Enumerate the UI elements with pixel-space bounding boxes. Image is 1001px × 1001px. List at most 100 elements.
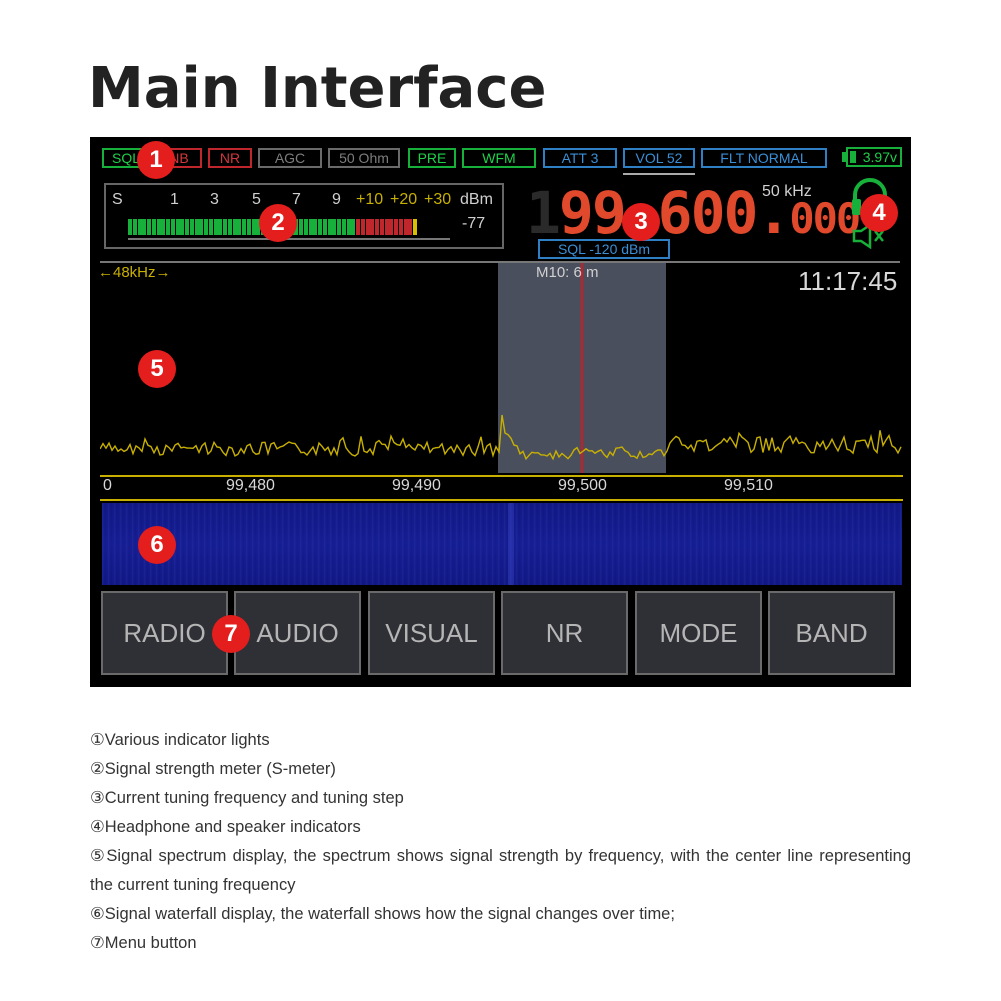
s-meter: S 1 3 5 7 9 +10 +20 +30 dBm -77 bbox=[104, 183, 504, 249]
battery-body: 3.97v bbox=[846, 147, 902, 167]
s-meter-bar bbox=[151, 219, 156, 235]
indicator-nr: NR bbox=[208, 148, 252, 168]
s-meter-bar bbox=[365, 219, 370, 235]
s-meter-bar bbox=[313, 219, 318, 235]
s-meter-bar bbox=[237, 219, 242, 235]
indicator-pre: PRE bbox=[408, 148, 456, 168]
s-meter-bar bbox=[142, 219, 147, 235]
s-meter-label-1: 1 bbox=[170, 191, 179, 208]
s-meter-bar bbox=[341, 219, 346, 235]
speaker-icon bbox=[852, 223, 884, 249]
s-meter-label-s: S bbox=[112, 191, 123, 208]
center-frequency-line bbox=[581, 263, 583, 473]
axis-label: 99,510 bbox=[724, 477, 773, 494]
s-meter-bar bbox=[128, 219, 132, 235]
battery-voltage: 3.97v bbox=[862, 149, 897, 165]
s-meter-bar bbox=[318, 219, 322, 235]
waterfall-noise bbox=[102, 503, 902, 585]
battery-indicator: 3.97v bbox=[842, 147, 904, 167]
callout-badge-5: 5 bbox=[138, 350, 176, 388]
axis-label: 99,500 bbox=[558, 477, 607, 494]
s-meter-bar bbox=[403, 219, 408, 235]
s-meter-bar bbox=[398, 219, 403, 235]
s-meter-bar bbox=[175, 219, 180, 235]
band-button[interactable]: BAND bbox=[768, 591, 895, 675]
radio-button[interactable]: RADIO bbox=[101, 591, 228, 675]
s-meter-bar bbox=[189, 219, 194, 235]
s-meter-bar bbox=[384, 219, 389, 235]
callout-badge-4: 4 bbox=[860, 194, 898, 232]
indicator-agc: AGC bbox=[258, 148, 322, 168]
s-meter-bar bbox=[299, 219, 303, 235]
indicator-vol-52: VOL 52 bbox=[623, 148, 695, 168]
callout-badge-7: 7 bbox=[212, 615, 250, 653]
s-meter-bar bbox=[166, 219, 170, 235]
s-meter-bar bbox=[256, 219, 261, 235]
s-meter-bar bbox=[161, 219, 166, 235]
s-meter-label-plus20: +20 bbox=[390, 191, 418, 208]
s-meter-label-3: 3 bbox=[210, 191, 219, 208]
s-meter-label-9: 9 bbox=[332, 191, 341, 208]
battery-cap bbox=[842, 152, 846, 162]
waterfall-display[interactable] bbox=[102, 503, 902, 585]
s-meter-bar bbox=[180, 219, 185, 235]
frequency-fraction: 000 bbox=[789, 194, 861, 243]
legend-item-4: ④Headphone and speaker indicators bbox=[90, 818, 361, 836]
callout-badge-6: 6 bbox=[138, 526, 176, 564]
s-meter-bar bbox=[147, 219, 151, 235]
s-meter-bar bbox=[356, 219, 360, 235]
spectrum-display[interactable] bbox=[100, 263, 905, 478]
nr-button[interactable]: NR bbox=[501, 591, 628, 675]
s-meter-bar bbox=[170, 219, 175, 235]
battery-fill bbox=[850, 151, 856, 163]
axis-label: 99,490 bbox=[392, 477, 441, 494]
s-meter-bar bbox=[389, 219, 394, 235]
s-meter-scale: S 1 3 5 7 9 +10 +20 +30 dBm bbox=[106, 191, 502, 211]
visual-button[interactable]: VISUAL bbox=[368, 591, 495, 675]
s-meter-bar bbox=[413, 219, 417, 235]
legend-item-6: ⑥Signal waterfall display, the waterfall… bbox=[90, 905, 675, 923]
axis-label: 0 bbox=[103, 477, 112, 494]
indicator-50-ohm: 50 Ohm bbox=[328, 148, 400, 168]
tuning-frequency[interactable]: 199.600.000 bbox=[526, 183, 861, 243]
s-meter-bar bbox=[208, 219, 213, 235]
legend-item-1: ①Various indicator lights bbox=[90, 731, 270, 749]
s-meter-unit: dBm bbox=[460, 191, 493, 208]
legend-item-3: ③Current tuning frequency and tuning ste… bbox=[90, 789, 404, 807]
s-meter-bar bbox=[218, 219, 223, 235]
s-meter-bar bbox=[394, 219, 398, 235]
memory-channel: M10: 6 m bbox=[536, 264, 599, 281]
s-meter-bar bbox=[332, 219, 337, 235]
s-meter-bar bbox=[227, 219, 232, 235]
header-divider bbox=[100, 261, 900, 263]
s-meter-bar bbox=[375, 219, 379, 235]
legend: ①Various indicator lights ②Signal streng… bbox=[90, 726, 911, 958]
s-meter-bar bbox=[379, 219, 384, 235]
s-meter-bar bbox=[132, 219, 137, 235]
s-meter-bar bbox=[156, 219, 161, 235]
indicator-wfm: WFM bbox=[462, 148, 536, 168]
callout-badge-1: 1 bbox=[137, 141, 175, 179]
s-meter-label-plus30: +30 bbox=[424, 191, 452, 208]
legend-item-2: ②Signal strength meter (S-meter) bbox=[90, 760, 336, 778]
tuning-step: 50 kHz bbox=[762, 183, 812, 200]
s-meter-bar bbox=[308, 219, 313, 235]
squelch-level[interactable]: SQL -120 dBm bbox=[538, 239, 670, 259]
s-meter-bar bbox=[246, 219, 251, 235]
s-meter-label-plus10: +10 bbox=[356, 191, 384, 208]
s-meter-bar bbox=[194, 219, 199, 235]
s-meter-bar bbox=[303, 219, 308, 235]
audio-button[interactable]: AUDIO bbox=[234, 591, 361, 675]
clock: 11:17:45 bbox=[798, 266, 898, 296]
frequency-leading-digit: 1 bbox=[526, 179, 561, 247]
mode-button[interactable]: MODE bbox=[635, 591, 762, 675]
s-meter-bar bbox=[351, 219, 356, 235]
s-meter-bar bbox=[204, 219, 208, 235]
s-meter-bar bbox=[199, 219, 204, 235]
s-meter-bar bbox=[408, 219, 413, 235]
bandwidth-label: ←48kHz→ bbox=[98, 264, 171, 281]
s-meter-bar bbox=[232, 219, 237, 235]
s-meter-bar bbox=[327, 219, 332, 235]
indicator-flt-normal: FLT NORMAL bbox=[701, 148, 827, 168]
